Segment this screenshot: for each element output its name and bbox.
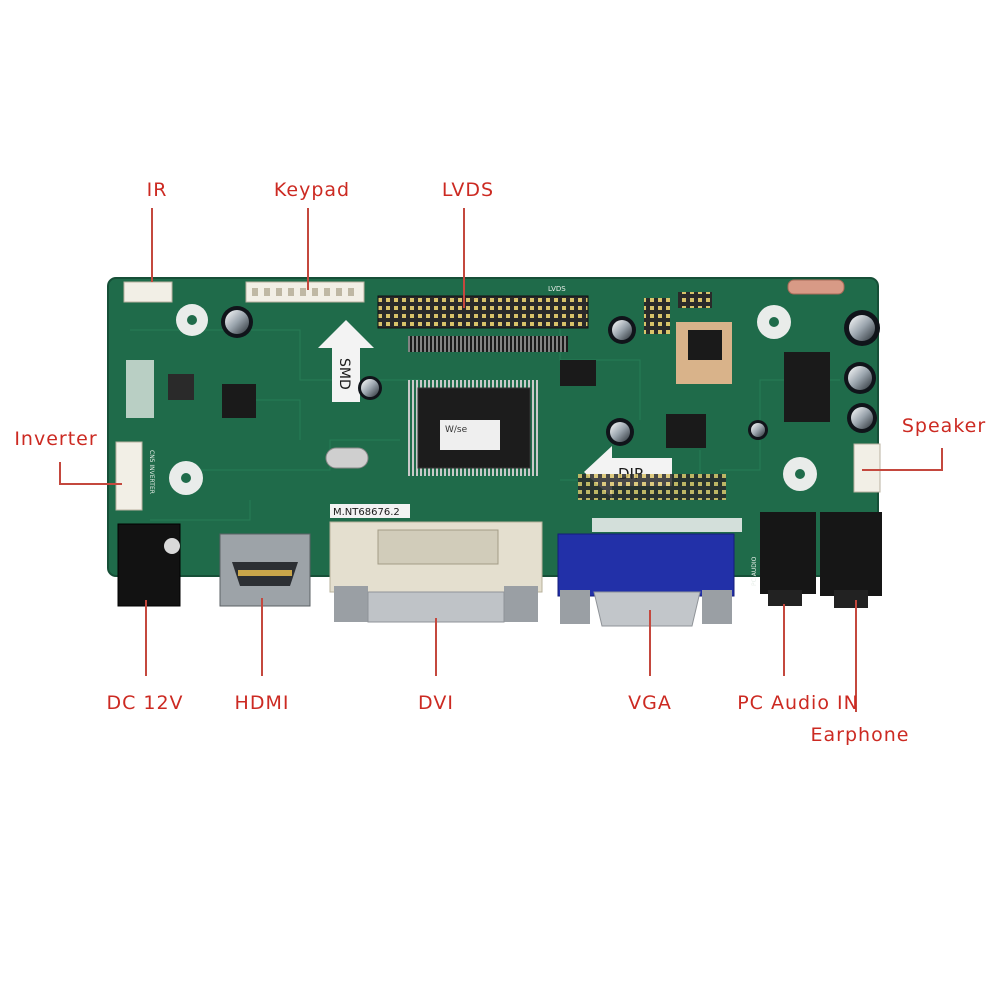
pc-audio-jack — [760, 512, 816, 594]
silkscreen-strip — [592, 518, 742, 532]
capacitor-top — [851, 407, 873, 429]
jumper-header — [644, 298, 670, 334]
ic-chip — [560, 360, 596, 386]
ir-connector — [123, 281, 173, 303]
capacitor-top — [751, 423, 765, 437]
capacitor-top — [848, 366, 872, 390]
regulator — [688, 330, 722, 360]
main-chip-sticker — [440, 420, 500, 450]
earphone-jack — [820, 512, 882, 596]
inverter-connector — [115, 441, 143, 511]
earphone-jack-barrel — [834, 590, 868, 608]
hdmi-contacts — [238, 570, 292, 576]
voltage-regulator — [666, 414, 706, 448]
dvi-pins-block — [377, 529, 499, 565]
model-label: M.NT68676.2 — [333, 507, 400, 518]
speaker-connector — [853, 443, 881, 493]
keypad-connector-pins — [252, 288, 354, 296]
dvi-shell — [367, 591, 505, 623]
label-inverter: Inverter — [14, 428, 97, 450]
pc-audio-jack-barrel — [768, 590, 802, 606]
crystal — [325, 447, 369, 469]
label-dvi: DVI — [418, 692, 454, 714]
label-dc12v: DC 12V — [106, 692, 183, 714]
vga-screw — [702, 590, 732, 624]
capacitor-top — [610, 422, 630, 442]
leader-lines — [59, 208, 943, 712]
ic-chip — [222, 384, 256, 418]
silkscreen-block — [126, 360, 154, 418]
capacitor-top — [225, 310, 249, 334]
model-label-bg — [330, 504, 410, 518]
callout-labels: IR Keypad LVDS Inverter Speaker DC 12V H… — [14, 179, 986, 746]
dc-jack-pin — [164, 538, 180, 554]
mounting-hole-centers — [181, 315, 805, 483]
capacitor-top — [612, 320, 632, 340]
label-keypad: Keypad — [274, 179, 350, 201]
dvi-screw — [334, 586, 368, 622]
label-earphone: Earphone — [811, 724, 910, 746]
label-hdmi: HDMI — [235, 692, 290, 714]
silkscreen-pc-audio: PC AUDIO — [751, 556, 758, 586]
label-pc-audio-in: PC Audio IN — [737, 692, 859, 714]
silkscreen-lvds: LVDS — [548, 285, 566, 293]
label-lvds: LVDS — [442, 179, 494, 201]
label-vga: VGA — [628, 692, 672, 714]
ic-chip — [784, 352, 830, 422]
resistor-array-legs — [408, 336, 568, 352]
inductor — [168, 374, 194, 400]
silkscreen-inverter: CN5 INVERTER — [148, 450, 155, 494]
capacitor-top — [361, 379, 379, 397]
power-resistor — [787, 279, 845, 295]
capacitors — [221, 306, 880, 446]
label-ir: IR — [147, 179, 168, 201]
chip-sticker-text: W/se — [445, 425, 468, 435]
capacitor-top — [849, 315, 875, 341]
lvds-header — [377, 295, 589, 329]
dc-jack — [117, 523, 181, 607]
vga-shell — [593, 591, 701, 627]
jumper-header — [678, 292, 712, 308]
pcb-board: LVDS W/se SMD DIP M.NT68676.2 — [107, 277, 882, 627]
leader-inverter — [59, 462, 122, 485]
dip-header — [578, 474, 726, 500]
vga-screw — [560, 590, 590, 624]
label-speaker: Speaker — [902, 415, 986, 437]
leader-speaker — [862, 448, 943, 471]
smd-text: SMD — [336, 358, 352, 390]
dvi-screw — [504, 586, 538, 622]
vga-port — [557, 533, 735, 597]
